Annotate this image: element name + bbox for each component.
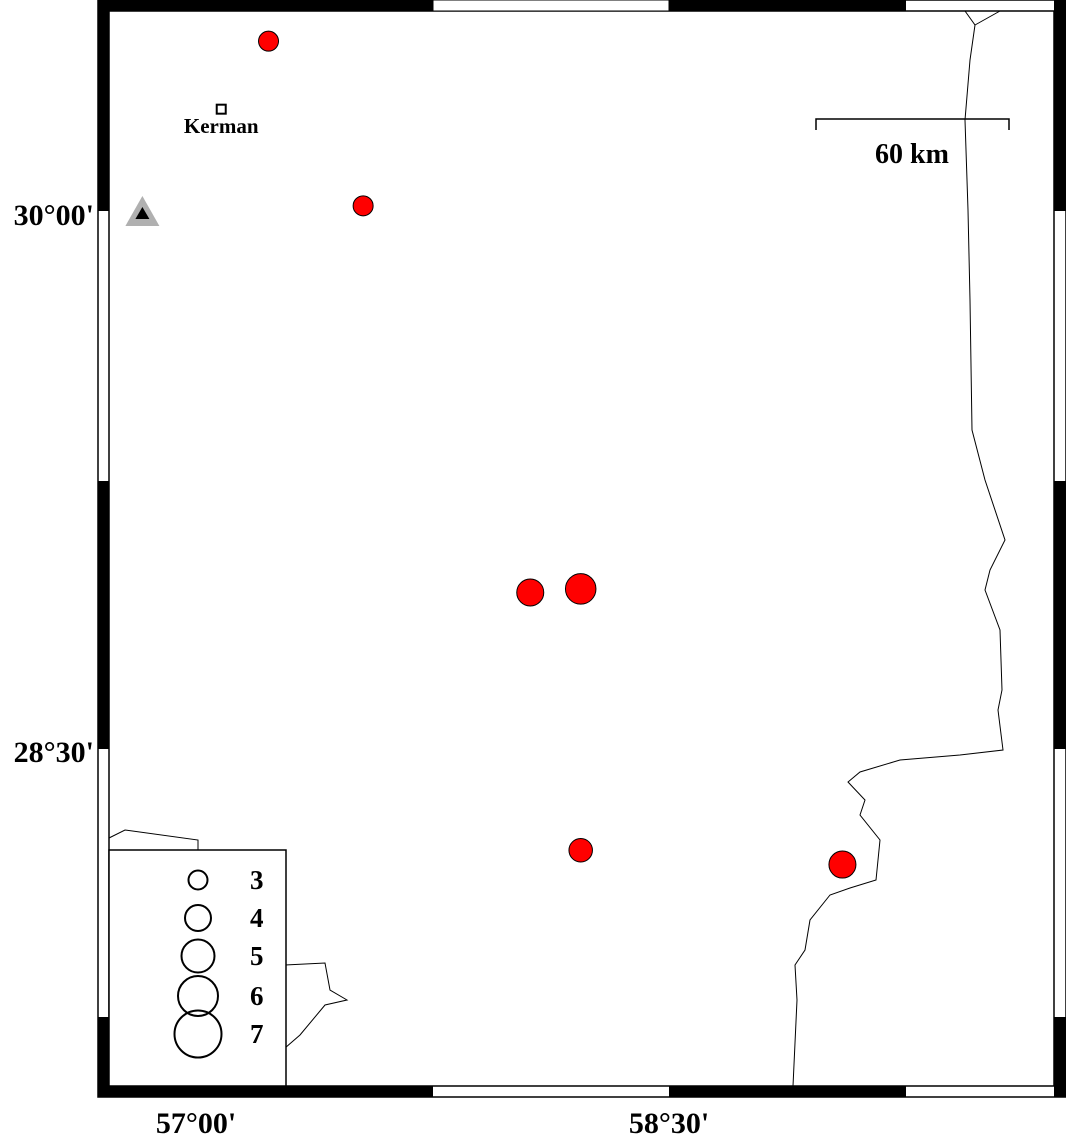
coastline [108, 10, 1006, 1087]
legend-label: 3 [250, 865, 264, 895]
legend-label: 6 [250, 981, 264, 1011]
legend-label: 7 [250, 1019, 264, 1049]
legend-circle [184, 904, 212, 932]
event-marker [568, 837, 593, 863]
event-marker [352, 195, 374, 217]
scale-bar-label: 60 km [875, 139, 949, 170]
legend-circle [187, 869, 209, 891]
legend-circle [173, 1009, 223, 1059]
event-marker [516, 578, 545, 607]
city-label: Kerman [184, 114, 259, 138]
latitude-label: 30°00' [14, 199, 94, 232]
legend-circle [177, 975, 219, 1017]
longitude-labels: 57°00' 58°30' [156, 1107, 709, 1135]
event-marker [564, 573, 597, 605]
legend-label: 4 [250, 903, 264, 933]
city-marker: Kerman [184, 103, 259, 138]
latitude-labels: 30°00' 28°30' [14, 199, 94, 769]
city-square-icon [215, 103, 227, 115]
latitude-label: 28°30' [14, 736, 94, 769]
legend-label: 5 [250, 941, 264, 971]
event-markers [258, 30, 857, 879]
scale-bar: 60 km [815, 118, 1010, 170]
longitude-label: 58°30' [629, 1107, 709, 1135]
event-marker [258, 30, 280, 52]
station-triangle-inner [135, 207, 150, 219]
magnitude-legend: 3 4 5 6 7 [108, 849, 287, 1087]
station-triangle-icon [125, 196, 160, 226]
longitude-label: 57°00' [156, 1107, 236, 1135]
legend-circle [180, 938, 216, 974]
map-frame [97, 0, 1066, 1098]
event-marker [828, 850, 857, 879]
